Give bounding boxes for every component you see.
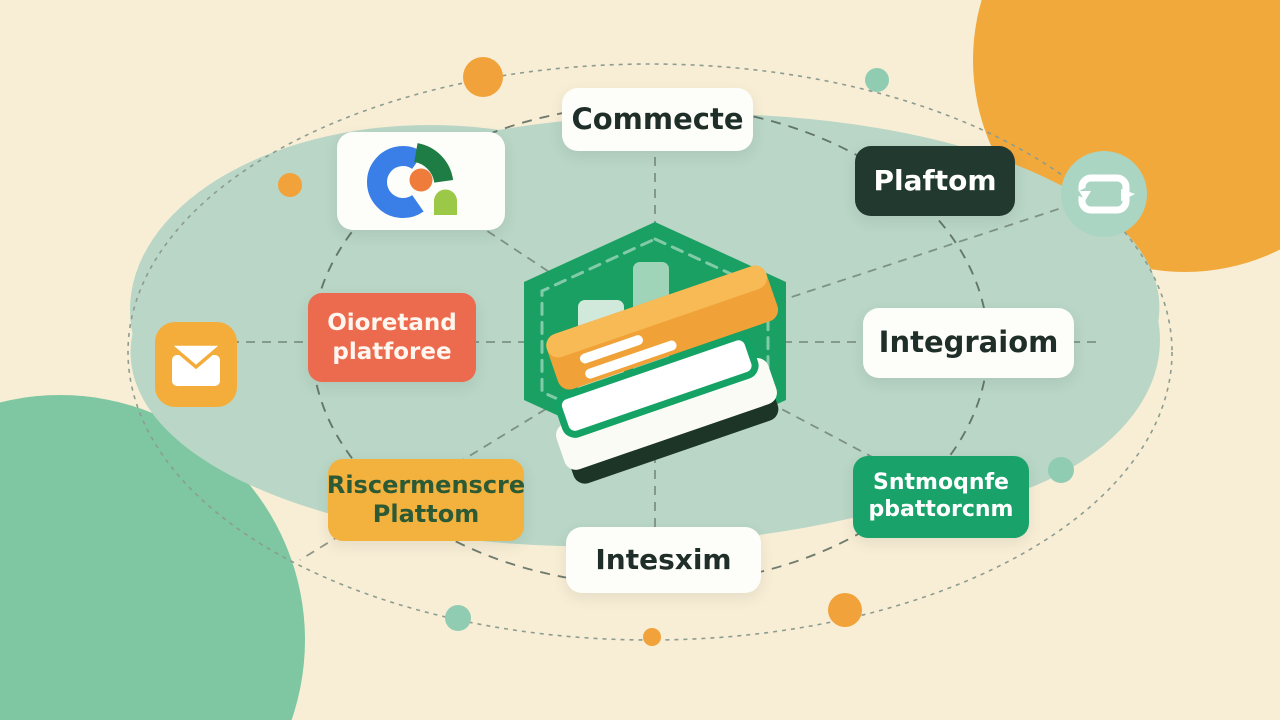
app-logo-icon [367, 143, 457, 218]
teal-dot [1048, 457, 1074, 483]
orange-dot [828, 593, 862, 627]
orange-dot [463, 57, 503, 97]
node-platform-label: Plaftom [873, 163, 997, 197]
platform-layers-hexagon-icon [524, 222, 786, 484]
orbit-dots [278, 57, 1074, 646]
node-onboard-line2: platforee [332, 338, 452, 365]
envelope-badge [155, 322, 237, 407]
teal-blob [0, 395, 305, 720]
sync-badge [1061, 151, 1147, 237]
node-commerce: Commecte [562, 88, 753, 151]
teal-dot [865, 68, 889, 92]
orange-dot [278, 173, 302, 197]
node-onboard-platform: Oioretand platforee [308, 293, 476, 382]
orange-slab [546, 265, 779, 390]
app-logo-card [337, 132, 505, 230]
node-integration: Integraiom [863, 308, 1074, 378]
layer-stack [546, 265, 779, 484]
node-ecommerce-line2: Plattom [372, 500, 480, 528]
node-interim: Intesxim [566, 527, 761, 593]
node-storefront-line1: Sntmoqnfe [873, 470, 1009, 496]
node-storefront-platform: Sntmoqnfe pbattorcnm [853, 456, 1029, 538]
orange-dot [643, 628, 661, 646]
envelope-icon [155, 322, 237, 407]
sync-icon [1061, 151, 1147, 237]
node-ecommerce-line1: Riscermenscre [326, 470, 526, 499]
node-ecommerce-platform: Riscermenscre Plattom [326, 459, 526, 541]
node-commerce-label: Commecte [571, 101, 744, 136]
node-storefront-line2: pbattorcnm [868, 497, 1014, 522]
node-interim-label: Intesxim [595, 542, 732, 576]
teal-dot [445, 605, 471, 631]
node-platform: Plaftom [855, 146, 1015, 216]
node-onboard-line1: Oioretand [327, 310, 457, 337]
node-integration-label: Integraiom [878, 325, 1059, 360]
